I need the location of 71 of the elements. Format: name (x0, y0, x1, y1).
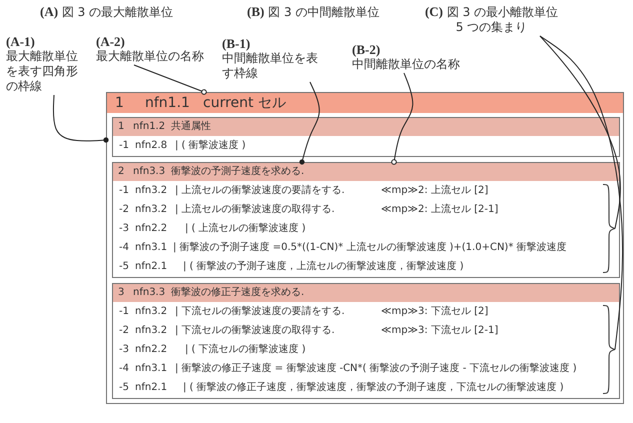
curly-brace (603, 305, 615, 394)
row-text: | ( 衝撃波速度 ) (175, 138, 246, 153)
leader-line (134, 64, 207, 95)
annotation-text: 中間離散単位の名称 (352, 57, 461, 72)
row-text: | 衝撃波の予測子速度 =0.5*((1-CN)* 上流セルの衝撃波速度 )+(1.0+CN)* 衝撃波速度 (173, 240, 567, 255)
unit-frame (112, 283, 620, 399)
reference-text: ≪mp≫3: 下流セル [2] (381, 304, 488, 319)
function-code: nfn3.3 (133, 286, 166, 300)
function-code: nfn1.2 (133, 120, 166, 134)
row-text: | 下流セルの衝撃波速度の要請をする. (175, 304, 345, 319)
row-number: -3 (119, 343, 129, 357)
outer-frame (106, 92, 624, 404)
leader-line (540, 36, 624, 350)
row-number: 2 (118, 165, 124, 179)
row-text: | 上流セルの衝撃波速度の取得する. (175, 202, 335, 217)
unit-frame (112, 162, 620, 278)
function-code: nfn3.2 (135, 305, 168, 319)
curly-brace (603, 184, 615, 273)
annotation-label: (B-2) (352, 42, 380, 57)
row-number: -4 (119, 241, 129, 255)
row-text: | ( 下流セルの衝撃波速度 ) (185, 342, 306, 357)
row-text: | 衝撃波の修正子速度 = 衝撃波速度 -CN*( 衝撃波の予測子速度 - 下流セルの衝撃波速度 ) (175, 362, 577, 376)
row-number: -5 (119, 381, 129, 395)
function-code: nfn2.1 (135, 381, 168, 395)
row-number: 3 (118, 286, 124, 300)
function-code: nfn2.8 (135, 139, 168, 153)
unit-name: 衝撃波の予測子速度を求める. (171, 164, 304, 179)
figure-label: (A) 図 3 の最大離散単位 (40, 4, 174, 20)
reference-text: ≪mp≫3: 下流セル [2-1] (381, 324, 498, 338)
reference-text: ≪mp≫2: 上流セル [2-1] (381, 202, 498, 217)
function-code: nfn3.3 (133, 165, 166, 179)
row-number: -1 (119, 139, 129, 153)
function-code: nfn3.1 (135, 241, 168, 255)
unit-name: current セル (203, 94, 286, 113)
unit-name: 衝撃波の修正子速度を求める. (171, 286, 304, 300)
row-number: -3 (119, 222, 129, 236)
leader-line (391, 72, 414, 165)
row-number: -5 (119, 260, 129, 274)
unit-name: 共通属性 (171, 120, 211, 134)
row-text: | 下流セルの衝撃波速度の取得する. (175, 324, 335, 338)
row-number: -4 (119, 362, 129, 376)
row-number: 1 (118, 120, 124, 134)
leader-line (52, 94, 109, 143)
annotation-text: 最大離散単位の名称 (96, 49, 205, 64)
function-code: nfn3.2 (135, 184, 168, 198)
row-text: | 上流セルの衝撃波速度の要請をする. (175, 184, 345, 198)
function-code: nfn2.2 (135, 343, 168, 357)
annotation-text: 最大離散単位を表す四角形の枠線 (6, 49, 79, 94)
unit-frame (112, 117, 620, 157)
row-text: | ( 上流セルの衝撃波速度 ) (185, 222, 306, 236)
figure-label: (B) 図 3 の中間離散単位 (247, 4, 380, 20)
row-number: -1 (119, 305, 129, 319)
function-code: nfn2.2 (135, 222, 168, 236)
function-code: nfn3.2 (135, 203, 168, 217)
row-number: 1 (115, 94, 124, 113)
row-number: -1 (119, 184, 129, 198)
row-text: | ( 衝撃波の予測子速度，上流セルの衝撃波速度，衝撃波速度 ) (183, 260, 464, 274)
leader-line (540, 36, 621, 229)
annotation-text: 中間離散単位を表す枠線 (222, 51, 319, 81)
annotation-label: (B-1) (222, 36, 250, 51)
row-number: -2 (119, 324, 129, 338)
function-code: nfn2.1 (135, 260, 168, 274)
row-text: | ( 衝撃波の修正子速度，衝撃波速度，衝撃波の予測子速度，下流セルの衝撃波速度 ) (183, 380, 564, 395)
function-code: nfn1.1 (145, 94, 190, 113)
function-code: nfn3.1 (135, 362, 168, 376)
row-number: -2 (119, 203, 129, 217)
reference-text: ≪mp≫2: 上流セル [2] (381, 184, 488, 198)
annotation-text: (C) 図 3 の最小離散単位 5 つの集まり (422, 4, 561, 35)
annotation-label: (A-2) (96, 34, 125, 49)
function-code: nfn3.2 (135, 324, 168, 338)
annotation-label: (A-1) (6, 34, 35, 49)
